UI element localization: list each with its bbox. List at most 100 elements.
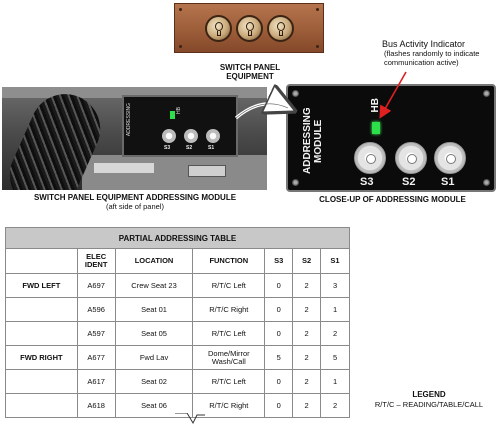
dial-label-s2: S2 bbox=[402, 176, 416, 188]
cell-location: Seat 05 bbox=[114, 321, 194, 346]
cell-function: R/T/C Left bbox=[192, 321, 266, 346]
cell-function: Dome/Mirror Wash/Call bbox=[192, 345, 266, 370]
table-row: FWD LEFT A697 Crew Seat 23 R/T/C Left 0 … bbox=[5, 273, 350, 298]
hb-led-small bbox=[170, 111, 175, 119]
dial-label-small: S3 bbox=[164, 145, 171, 151]
hb-label: HB bbox=[370, 98, 381, 113]
header-elec-ident-line1: ELEC bbox=[86, 252, 107, 261]
cell-s1: 5 bbox=[320, 345, 350, 370]
light-switch-icon bbox=[236, 15, 263, 42]
cell-function-line2: Wash/Call bbox=[211, 356, 246, 366]
cell-s2: 2 bbox=[292, 345, 322, 370]
closeup-photo: ADDRESSING MODULE HB S3 S2 S1 bbox=[286, 84, 496, 192]
cell-s3: 0 bbox=[264, 273, 294, 298]
cell-ident: A697 bbox=[76, 273, 116, 298]
cell-ident: A617 bbox=[76, 369, 116, 394]
header-elec-ident: ELEC IDENT bbox=[76, 248, 116, 274]
addressing-module-photo: ADDRESSING HB S3 S2 S1 bbox=[2, 87, 267, 190]
dial-label-small: S1 bbox=[208, 145, 215, 151]
cell-s2: 2 bbox=[292, 321, 322, 346]
header-elec-ident-line2: IDENT bbox=[84, 260, 108, 269]
screw-icon bbox=[483, 90, 490, 97]
table-row: A618 Seat 06 R/T/C Right 0 2 2 bbox=[5, 393, 350, 418]
zone-empty bbox=[5, 393, 78, 418]
cell-function: R/T/C Right bbox=[192, 393, 266, 418]
switch-panel-caption-line1: SWITCH PANEL bbox=[219, 63, 281, 72]
left-photo-subcaption: (aft side of panel) bbox=[106, 202, 164, 211]
zone-fwd-right: FWD RIGHT bbox=[5, 345, 78, 370]
photo-sticker bbox=[188, 165, 226, 177]
partial-addressing-table: PARTIAL ADDRESSING TABLE ELEC IDENT LOCA… bbox=[5, 227, 350, 418]
cell-s2: 2 bbox=[292, 297, 322, 322]
cell-function: R/T/C Left bbox=[192, 273, 266, 298]
cell-s3: 0 bbox=[264, 297, 294, 322]
screw-icon bbox=[179, 8, 182, 11]
header-location: LOCATION bbox=[114, 248, 194, 274]
header-s2: S2 bbox=[292, 248, 322, 274]
zone-fwd-left: FWD LEFT bbox=[5, 273, 78, 298]
table-row: A597 Seat 05 R/T/C Left 0 2 2 bbox=[5, 321, 350, 346]
header-s1: S1 bbox=[320, 248, 350, 274]
cell-s3: 0 bbox=[264, 393, 294, 418]
cell-function: R/T/C Right bbox=[192, 297, 266, 322]
rotary-dial-icon bbox=[206, 129, 220, 143]
bus-activity-led bbox=[372, 122, 380, 134]
bus-activity-callout-title: Bus Activity Indicator bbox=[382, 39, 466, 49]
cell-s1: 1 bbox=[320, 297, 350, 322]
rotary-dial-icon bbox=[184, 129, 198, 143]
closeup-caption: CLOSE-UP OF ADDRESSING MODULE bbox=[319, 195, 466, 204]
zone-empty bbox=[5, 369, 78, 394]
cell-ident: A596 bbox=[76, 297, 116, 322]
header-function: FUNCTION bbox=[192, 248, 266, 274]
light-switch-icon bbox=[205, 15, 232, 42]
cell-location: Seat 02 bbox=[114, 369, 194, 394]
cell-s2: 2 bbox=[292, 369, 322, 394]
cell-function: R/T/C Left bbox=[192, 369, 266, 394]
legend-text: R/T/C – READING/TABLE/CALL bbox=[374, 400, 484, 409]
cell-s3: 0 bbox=[264, 369, 294, 394]
module-small-label: ADDRESSING bbox=[126, 103, 132, 137]
dial-label-s1: S1 bbox=[441, 176, 455, 188]
header-s3: S3 bbox=[264, 248, 294, 274]
photo-sticker bbox=[94, 163, 154, 173]
rotary-dial-s1-icon bbox=[434, 142, 466, 174]
legend-title: LEGEND bbox=[412, 390, 446, 399]
cell-ident: A618 bbox=[76, 393, 116, 418]
zone-empty bbox=[5, 297, 78, 322]
module-label-line2: MODULE bbox=[313, 119, 324, 163]
bus-activity-callout-line1: (flashes randomly to indicate bbox=[384, 49, 480, 58]
dial-label-small: S2 bbox=[186, 145, 193, 151]
table-row: A617 Seat 02 R/T/C Left 0 2 1 bbox=[5, 369, 350, 394]
zone-empty bbox=[5, 321, 78, 346]
rotary-dial-s2-icon bbox=[395, 142, 427, 174]
cell-s2: 2 bbox=[292, 273, 322, 298]
screw-icon bbox=[292, 90, 299, 97]
screw-icon bbox=[316, 8, 319, 11]
cell-location: Fwd Lav bbox=[114, 345, 194, 370]
bus-activity-callout-text: (flashes randomly to indicate communicat… bbox=[384, 49, 500, 67]
cell-s1: 2 bbox=[320, 321, 350, 346]
cell-s1: 1 bbox=[320, 369, 350, 394]
switch-panel-caption: SWITCH PANEL EQUIPMENT bbox=[180, 63, 320, 81]
switch-panel-caption-line2: EQUIPMENT bbox=[226, 72, 274, 81]
table-row: A596 Seat 01 R/T/C Right 0 2 1 bbox=[5, 297, 350, 322]
cell-location: Seat 01 bbox=[114, 297, 194, 322]
cell-s3: 5 bbox=[264, 345, 294, 370]
header-blank bbox=[5, 248, 78, 274]
dial-label-s3: S3 bbox=[360, 176, 374, 188]
screw-icon bbox=[179, 45, 182, 48]
bus-activity-callout-line2: communication active) bbox=[384, 57, 459, 67]
cell-ident: A677 bbox=[76, 345, 116, 370]
hb-label-small: HB bbox=[176, 107, 182, 114]
cell-s1: 2 bbox=[320, 393, 350, 418]
light-switch-icon bbox=[267, 15, 294, 42]
table-title: PARTIAL ADDRESSING TABLE bbox=[5, 227, 350, 249]
screw-icon bbox=[483, 179, 490, 186]
module-label-line1: ADDRESSING bbox=[302, 107, 313, 175]
left-photo-caption: SWITCH PANEL EQUIPMENT ADDRESSING MODULE bbox=[33, 193, 237, 202]
module-label: ADDRESSING MODULE bbox=[302, 96, 324, 186]
addressing-module-small: ADDRESSING HB S3 S2 S1 bbox=[122, 95, 238, 157]
cell-location: Crew Seat 23 bbox=[114, 273, 194, 298]
rotary-dial-icon bbox=[162, 129, 176, 143]
cell-s3: 0 bbox=[264, 321, 294, 346]
